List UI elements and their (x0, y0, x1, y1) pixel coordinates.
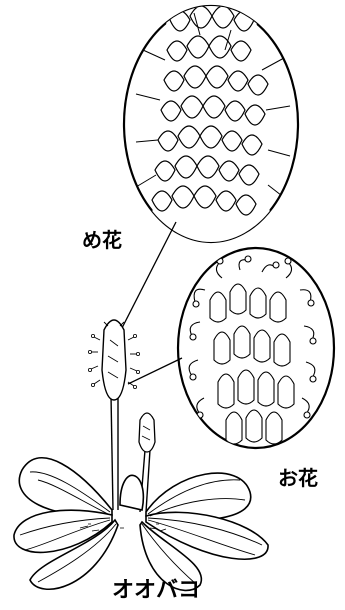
male-flower-label: お花 (278, 462, 318, 491)
female-pointer-line (122, 222, 176, 328)
female-flower-label: め花 (82, 224, 122, 253)
leaf-rosette (14, 458, 268, 591)
pointer-lines (122, 222, 182, 384)
main-flower-spike (88, 320, 139, 400)
female-flower-magnified-oval (124, 0, 298, 245)
small-flower-spike (139, 413, 155, 452)
plant-name-label: オオバコ (112, 572, 200, 604)
male-flower-magnified-oval (178, 248, 334, 448)
